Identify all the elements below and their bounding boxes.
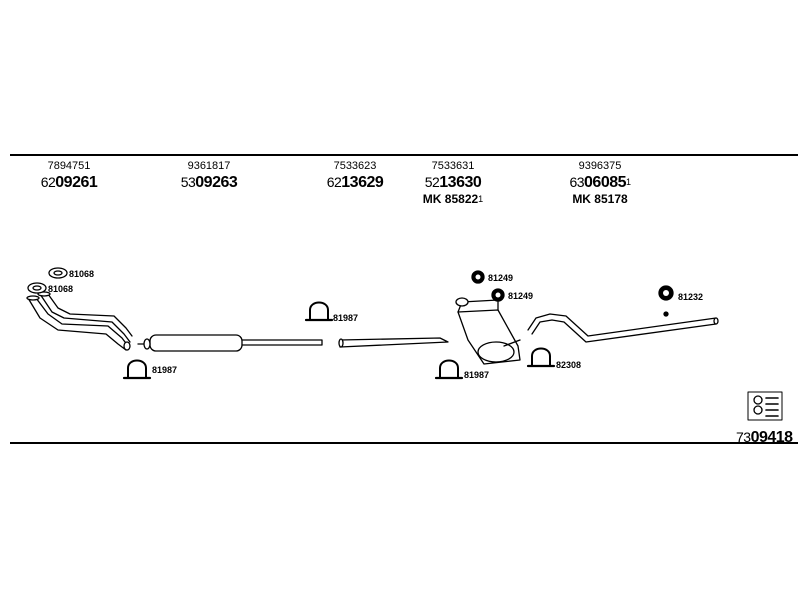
label-rubber-ring: 81232 <box>678 292 704 302</box>
oe-reference: 7894751 <box>47 160 91 172</box>
tail-pipe <box>527 311 719 343</box>
oe-reference: 7533623 <box>333 160 377 172</box>
part-number: 5213630 <box>424 174 482 191</box>
kit-part-number[interactable]: 7309418 <box>736 429 793 446</box>
label-clamp: 81987 <box>152 365 178 375</box>
label-rubber-ring: 81249 <box>488 273 514 283</box>
rubber-ring-icon <box>471 270 674 302</box>
label-clamp: 81987 <box>464 370 490 380</box>
label-gasket: 81068 <box>69 269 95 279</box>
front-silencer <box>137 334 323 352</box>
label-clamp: 81987 <box>333 313 359 323</box>
part-column-3[interactable]: 7533623 6213629 <box>314 160 396 192</box>
label-rubber-ring: 81249 <box>508 291 534 301</box>
oe-reference: 7533631 <box>431 160 475 172</box>
oe-reference: 9396375 <box>578 160 622 172</box>
part-column-5[interactable]: 9396375 63060851 MK 85178 <box>552 160 648 206</box>
middle-pipe <box>338 337 449 348</box>
part-column-1[interactable]: 7894751 6209261 <box>28 160 110 192</box>
mounting-kit-number: MK 858221 <box>422 192 484 206</box>
part-number: 6209261 <box>40 174 98 191</box>
tools-box-icon <box>747 391 783 421</box>
label-gasket: 81068 <box>48 284 74 294</box>
front-downpipe <box>26 291 133 351</box>
clamp-icon <box>122 301 556 380</box>
bottom-rule <box>10 442 798 444</box>
part-column-4[interactable]: 7533631 5213630 MK 858221 <box>408 160 498 206</box>
part-column-2[interactable]: 9361817 5309263 <box>168 160 250 192</box>
label-clamp: 82308 <box>556 360 582 370</box>
part-number: 6213629 <box>326 174 384 191</box>
part-number: 5309263 <box>180 174 238 191</box>
gasket-icon <box>27 267 68 294</box>
oe-reference: 9361817 <box>187 160 231 172</box>
top-rule <box>10 154 798 156</box>
mounting-kit-number: MK 85178 <box>572 192 628 206</box>
rear-silencer <box>455 297 521 365</box>
part-number: 63060851 <box>569 174 631 191</box>
